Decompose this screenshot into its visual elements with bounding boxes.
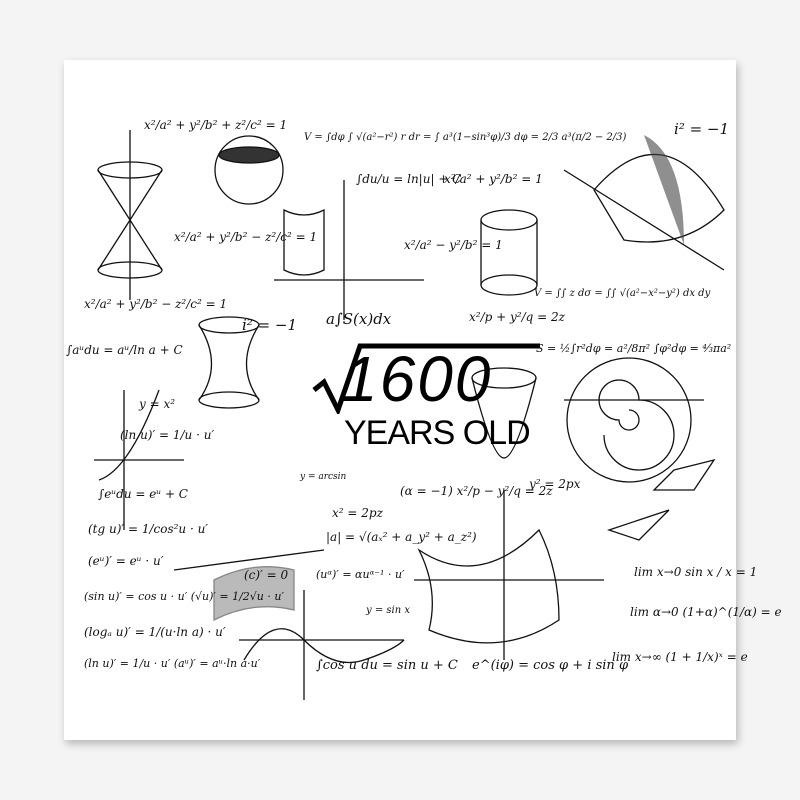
formula: (c)′ = 0 bbox=[244, 568, 289, 582]
paraboloid-sketch bbox=[471, 367, 537, 459]
formula: V = ∫∫ z dσ = ∫∫ √(a²−x²−y²) dx dy bbox=[534, 288, 711, 299]
sheet-sketch bbox=[173, 549, 325, 622]
formula: (α = −1) x²/p − y²/q = 2z bbox=[400, 484, 553, 498]
math-sketches bbox=[94, 130, 725, 700]
formula: lim α→0 (1+α)^(1/α) = e bbox=[630, 605, 782, 619]
formula: x² = 2pz bbox=[332, 506, 383, 520]
formula: (uᵅ)′ = αuᵅ⁻¹ · u′ bbox=[316, 568, 405, 581]
formula: y² = 2px bbox=[529, 477, 581, 491]
formula: V = ∫dφ ∫ √(a²−r²) r dr = ∫ a³(1−sin³φ)/… bbox=[304, 132, 627, 143]
formula: lim x→0 sin x / x = 1 bbox=[634, 565, 758, 579]
formula: a∫S(x)dx bbox=[326, 310, 392, 328]
cylinder-sketch bbox=[480, 209, 538, 296]
sphere-sketch bbox=[214, 135, 284, 205]
cylinder-surface-sketch bbox=[274, 180, 424, 320]
saddle-sketch bbox=[414, 490, 604, 660]
formula: e^(iφ) = cos φ + i sin φ bbox=[472, 658, 629, 673]
formula: y = arcsin bbox=[300, 472, 347, 482]
triangle-sketch bbox=[606, 458, 716, 541]
formula: (tg u)′ = 1/cos²u · u′ bbox=[88, 522, 209, 536]
formula: x²/a² + y²/b² = 1 bbox=[444, 172, 543, 186]
formula: x²/p + y²/q = 2z bbox=[469, 310, 565, 324]
formula: lim x→∞ (1 + 1/x)ˣ = e bbox=[612, 650, 748, 664]
formula: i² = −1 bbox=[242, 316, 298, 334]
title-number: 1600 bbox=[342, 343, 493, 415]
hyperboloid-cone-sketch bbox=[97, 130, 163, 300]
title-subtitle: YEARS OLD bbox=[344, 414, 531, 452]
formula: x²/a² + y²/b² + z²/c² = 1 bbox=[144, 118, 288, 132]
math-poster: x²/a² + y²/b² + z²/c² = 1 V = ∫dφ ∫ √(a²… bbox=[64, 60, 782, 740]
formula: x²/a² + y²/b² − z²/c² = 1 bbox=[174, 230, 318, 244]
formula: ∫eᵘdu = eᵘ + C bbox=[98, 487, 188, 501]
formula: ∫aᵘdu = aᵘ/ln a + C bbox=[66, 343, 183, 357]
square-root-sign bbox=[312, 343, 540, 414]
formula: (ln u)′ = 1/u · u′ bbox=[120, 428, 215, 442]
formula: (logₐ u)′ = 1/(u·ln a) · u′ bbox=[84, 625, 226, 639]
axes-sketch bbox=[94, 389, 184, 530]
formula: (eᵘ)′ = eᵘ · u′ bbox=[88, 554, 164, 568]
formula: S = ½∫r²dφ = a²/8π² ∫φ²dφ = ⁴⁄₃πa² bbox=[536, 342, 732, 355]
hemisphere-sketch bbox=[563, 135, 725, 271]
formula: i² = −1 bbox=[674, 120, 730, 138]
formula: ∫cos u du = sin u + C bbox=[316, 658, 458, 673]
sine-sketch bbox=[239, 590, 405, 700]
spiral-sketch bbox=[564, 357, 704, 483]
formula: x²/a² + y²/b² − z²/c² = 1 bbox=[84, 297, 228, 311]
formula: (ln u)′ = 1/u · u′ (aᵘ)′ = aᵘ·ln a·u′ bbox=[84, 657, 261, 670]
formula: x²/a² − y²/b² = 1 bbox=[404, 238, 503, 252]
formula: |a| = √(aₓ² + a_y² + a_z²) bbox=[326, 530, 477, 544]
formula: ∫du/u = ln|u| + C bbox=[356, 172, 462, 186]
formula: (sin u)′ = cos u · u′ (√u)′ = 1/2√u · u′ bbox=[84, 590, 284, 603]
hourglass-sketch bbox=[198, 316, 260, 409]
formula: y = sin x bbox=[366, 605, 410, 616]
formula: y = x² bbox=[139, 397, 176, 411]
